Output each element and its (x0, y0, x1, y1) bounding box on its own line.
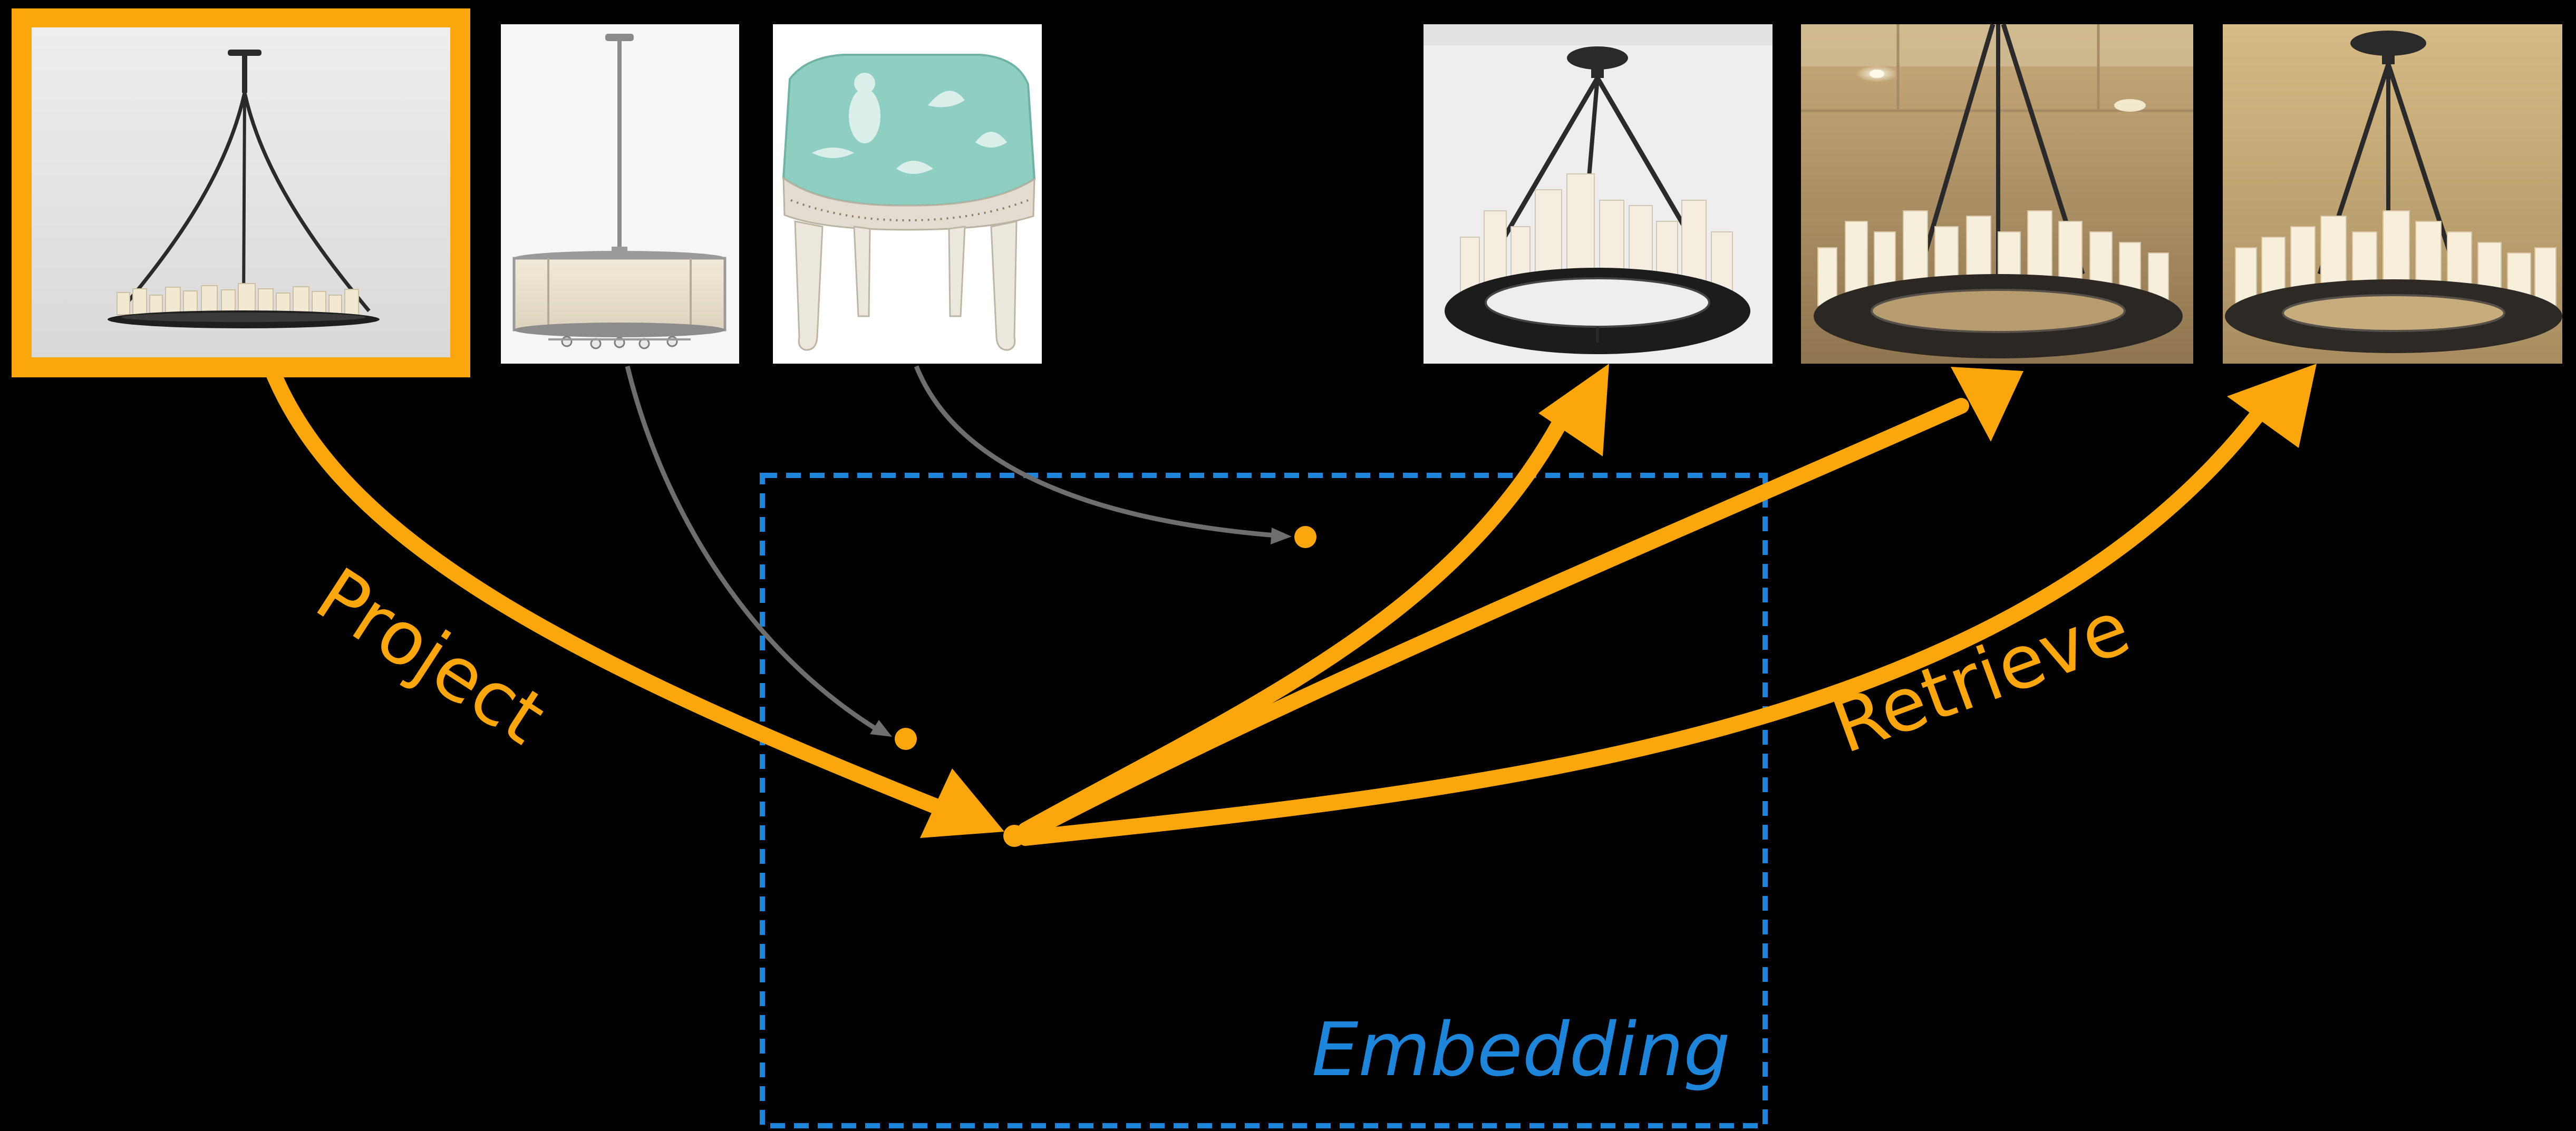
gray-arrow-pendant (625, 365, 892, 737)
retrieved-image-2 (1801, 23, 2193, 364)
pendant-lamp-image (501, 24, 739, 364)
embedding-label: Embedding (1312, 1007, 1730, 1093)
query-image (12, 8, 470, 377)
gray-arrow-stool (914, 365, 1292, 544)
project-arrow (266, 367, 1004, 838)
embedding-point-pendant (895, 728, 917, 750)
retrieve-arrow-3 (1018, 364, 2317, 846)
retrieve-arrow-2 (1018, 367, 2023, 842)
embedding-region (760, 473, 1768, 1128)
retrieved-image-3 (2223, 24, 2562, 364)
stool-image (773, 24, 1042, 364)
project-label: Project (301, 552, 559, 762)
retrieve-label: Retrieve (1822, 584, 2141, 771)
embedding-point-stool (1294, 526, 1316, 548)
retrieved-image-1 (1423, 24, 1773, 364)
